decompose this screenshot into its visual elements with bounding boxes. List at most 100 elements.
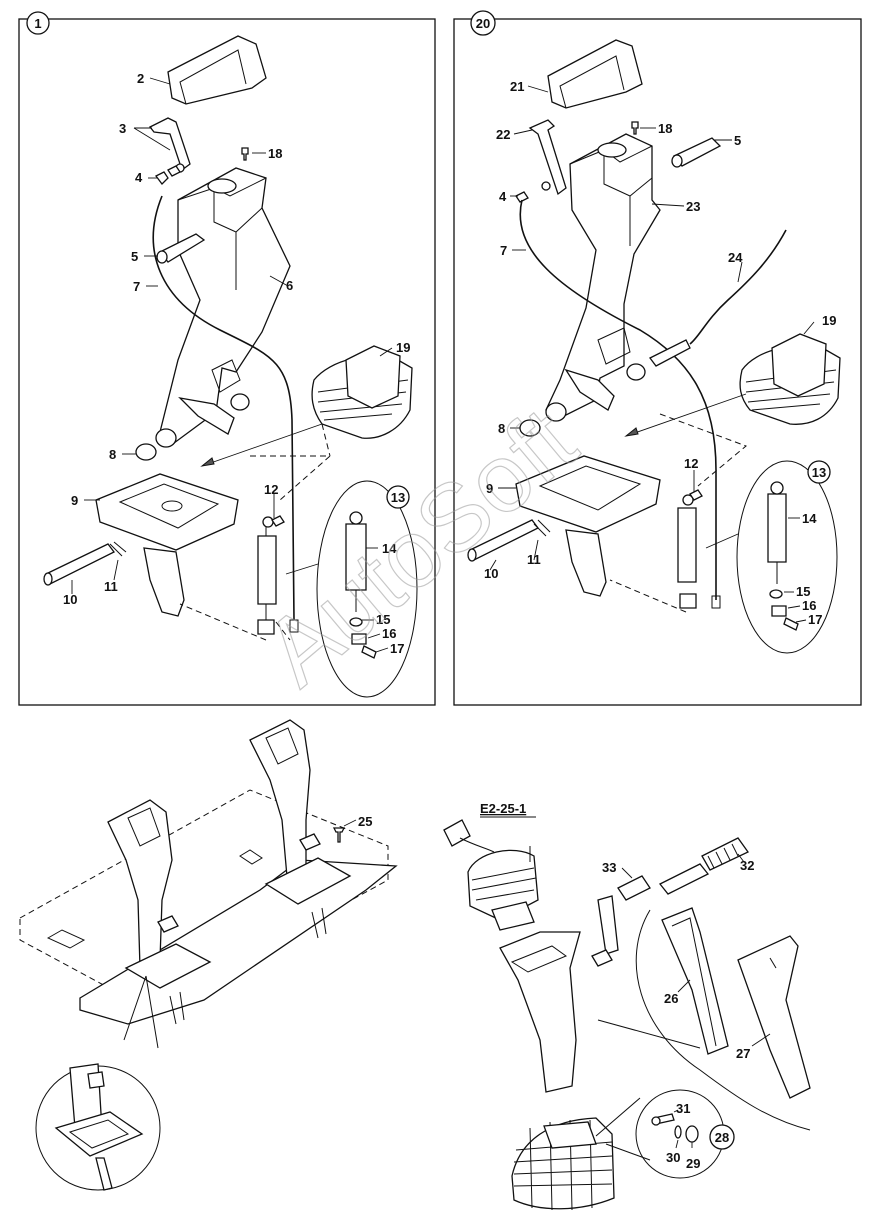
cable-7-b-end — [711, 595, 721, 609]
detail-13-badge — [386, 485, 410, 509]
panel-20-leaders — [489, 85, 815, 623]
right-column-block — [299, 833, 321, 851]
sweep-arc — [635, 909, 811, 1131]
cap-29 — [685, 1125, 699, 1143]
lever-22-pin — [541, 181, 551, 191]
cable-7 — [152, 195, 295, 621]
nut-4-b — [515, 191, 529, 203]
boot-lower-top — [543, 1121, 597, 1149]
callout-4: 4 — [135, 170, 143, 185]
detail-17-screw — [361, 645, 377, 659]
callout-11: 11 — [104, 579, 118, 594]
right-column — [249, 719, 311, 889]
base-9-hole — [161, 500, 183, 512]
zoom-base-opening — [68, 1119, 130, 1149]
panel-20-badge — [470, 10, 496, 36]
link-arm — [597, 895, 619, 955]
callout-12-b: 12 — [684, 456, 698, 471]
floor-plate-outline — [19, 789, 389, 1011]
left-column-block — [157, 915, 179, 933]
cover-21-edge — [559, 55, 625, 109]
cable-7-b — [519, 199, 717, 600]
detail-14-eye — [349, 511, 363, 525]
bushing-8-mate — [155, 428, 177, 448]
joystick-connector — [443, 819, 471, 847]
left-column-face — [127, 807, 161, 847]
washer-4 — [167, 165, 181, 177]
detail-14-b-eye — [770, 481, 784, 495]
screw-18 — [241, 147, 249, 161]
cylinder-guide — [179, 603, 291, 641]
left-base-legs — [169, 991, 185, 1025]
bolt-25 — [332, 827, 346, 843]
joystick-boot-ribs — [471, 867, 537, 901]
detail-14-b-cylinder — [767, 493, 787, 563]
cylinder-b-eye — [682, 494, 694, 506]
screw-31-head — [651, 1116, 661, 1126]
cover-27 — [737, 935, 811, 1099]
cylinder — [257, 535, 277, 605]
panel-1-badge — [26, 11, 50, 35]
panel-1-frame — [18, 18, 436, 706]
detail-15-washer — [349, 617, 363, 627]
leader-33 — [621, 867, 633, 879]
detail-13-lead — [285, 563, 319, 575]
screw-18-b — [631, 121, 639, 135]
callout-11-b: 11 — [527, 552, 541, 567]
shaft — [658, 863, 710, 895]
callout-9: 9 — [71, 493, 78, 508]
column-6-bracket — [211, 359, 241, 393]
callout-16: 16 — [382, 626, 396, 641]
boot-19-b-top — [771, 333, 827, 397]
zoom-leg — [95, 1157, 113, 1191]
cylinder-clamp — [257, 619, 275, 635]
callout-24: 24 — [728, 250, 743, 265]
callout-5: 5 — [131, 249, 138, 264]
nut-4 — [155, 171, 169, 185]
pin-11 — [109, 541, 127, 557]
detail-13-b-badge — [807, 460, 831, 484]
column-6-top-hole — [207, 178, 237, 194]
assembly-arrow-b — [625, 393, 747, 437]
panel-20-badge-label: 20 — [476, 16, 490, 31]
detail-28-badge-label: 28 — [715, 1130, 729, 1145]
cover-2-edge — [179, 49, 247, 105]
detail-16-clamp — [351, 633, 367, 645]
panel-20: 20 — [453, 10, 862, 706]
handle-housing — [499, 931, 581, 1093]
callout-18-b: 18 — [658, 121, 672, 136]
callout-25: 25 — [358, 814, 372, 829]
nut-12 — [271, 515, 285, 527]
base-9-opening — [118, 483, 220, 529]
rod-10 — [45, 543, 115, 585]
cover-21 — [547, 39, 643, 109]
column-6 — [159, 167, 291, 447]
callout-9-b: 9 — [486, 481, 493, 496]
detail-17-b-screw — [783, 617, 799, 631]
callout-14-b: 14 — [802, 511, 817, 526]
base-9 — [95, 473, 239, 551]
callout-32: 32 — [740, 858, 754, 873]
boot-19-top — [345, 345, 401, 409]
bushing-8-b-mate — [545, 402, 567, 422]
callout-22: 22 — [496, 127, 510, 142]
cover-26 — [661, 907, 729, 1055]
cylinder-b — [677, 507, 697, 583]
callout-16-b: 16 — [802, 598, 816, 613]
detail-13-b-outline — [736, 460, 838, 654]
cover-27-mark — [769, 957, 777, 969]
floor-plate — [79, 859, 398, 1025]
assembly-guide — [250, 423, 332, 501]
callout-7: 7 — [133, 279, 140, 294]
column-23-top-hole — [597, 142, 627, 158]
grip-assembly: E2-25-1 33 32 26 — [443, 801, 811, 1211]
link-end — [591, 949, 613, 967]
assembly-arrow — [201, 423, 323, 467]
lever-22 — [528, 119, 567, 196]
panel-20-frame — [453, 18, 862, 706]
callout-10-b: 10 — [484, 566, 498, 581]
callout-8: 8 — [109, 447, 116, 462]
callout-19-b: 19 — [822, 313, 836, 328]
callout-10: 10 — [63, 592, 77, 607]
